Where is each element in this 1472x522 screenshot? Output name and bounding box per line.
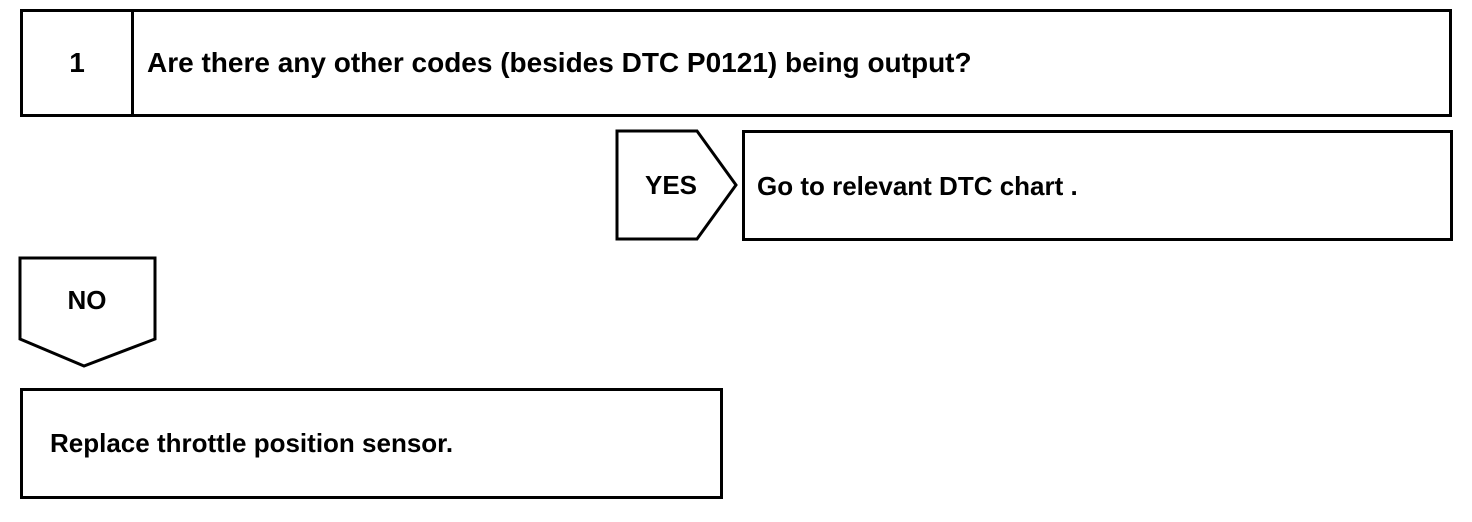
no-label: NO [67,285,107,315]
no-action-text: Replace throttle position sensor. [50,428,454,458]
no-action-box [20,388,723,499]
step-number: 1 [69,47,85,78]
yes-action-text: Go to relevant DTC chart . [757,171,1078,201]
yes-arrow-shape [615,129,738,241]
no-arrow-shape [18,256,157,368]
yes-action-box [742,130,1453,241]
yes-label: YES [644,170,698,200]
step-header-box [20,9,1452,117]
step-number-divider [131,9,134,117]
step-question: Are there any other codes (besides DTC P… [147,47,972,78]
